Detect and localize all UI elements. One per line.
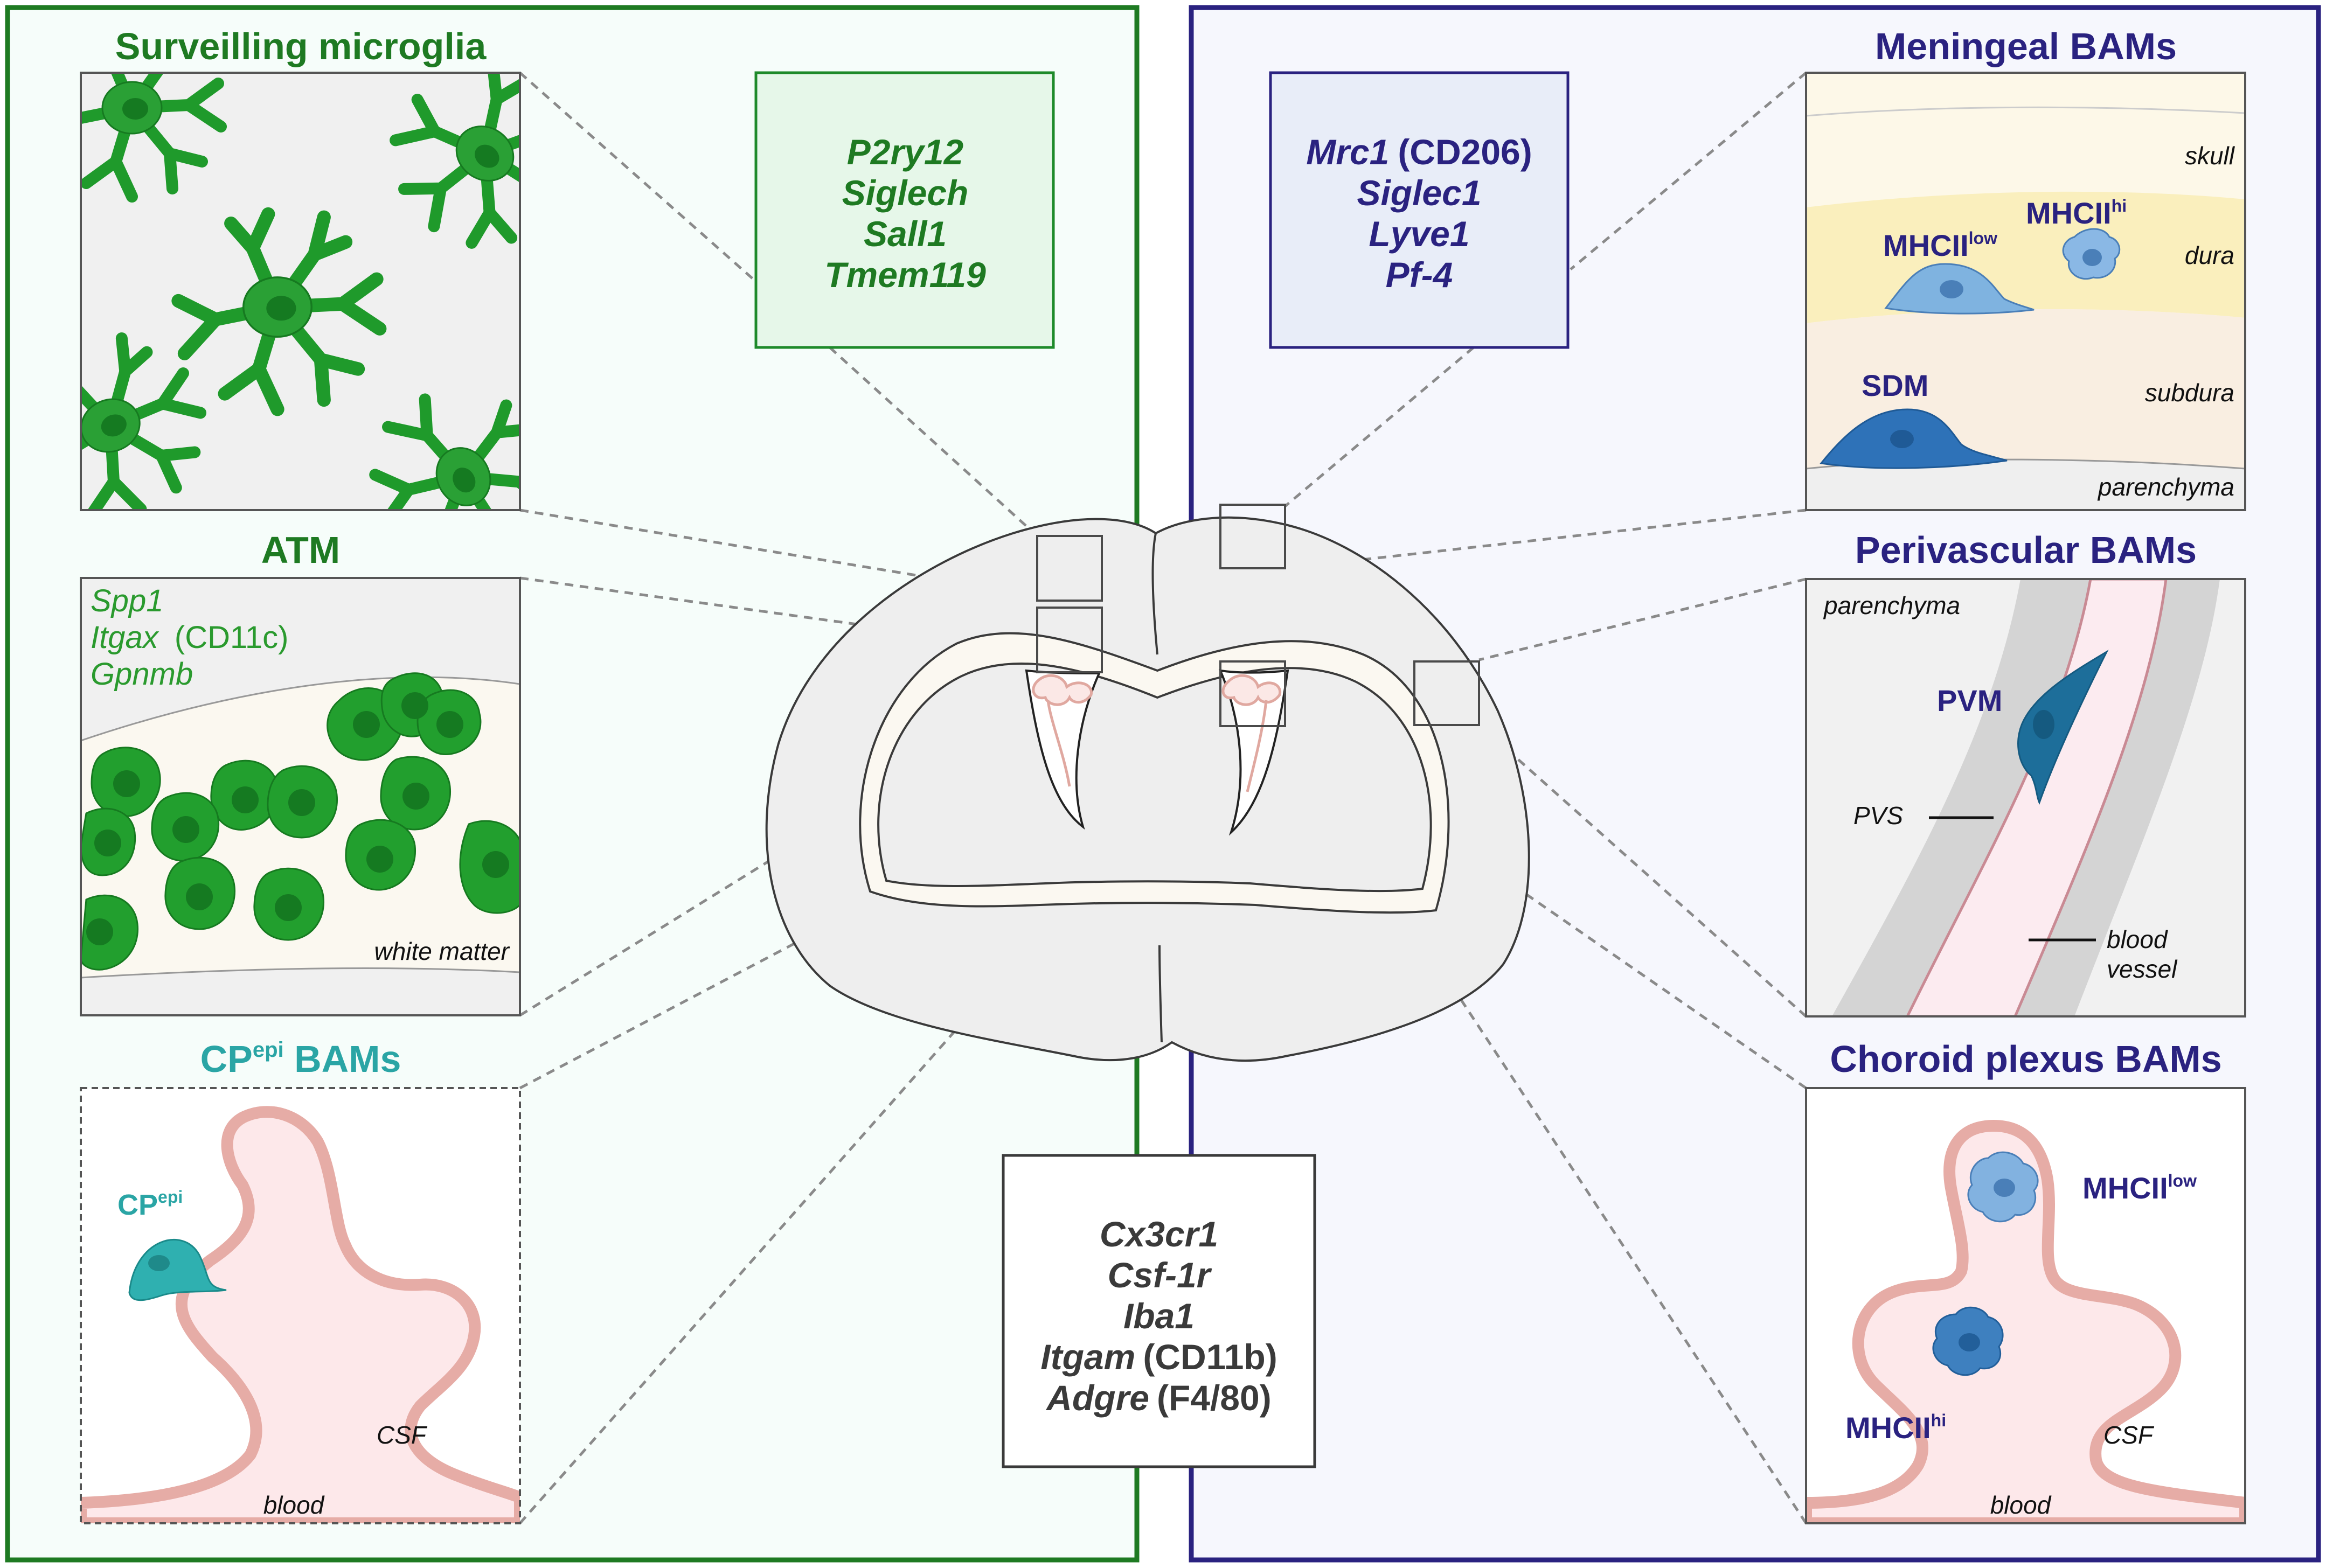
zoom-box-surveilling (1036, 535, 1103, 602)
meningeal-mhcii-low-main: MHCII (1883, 228, 1969, 262)
bam-marker-3: Lyve1 (1369, 214, 1469, 254)
meningeal-mhcii-low-sup: low (1969, 228, 1997, 248)
common-marker-4-gene: Itgam (1040, 1337, 1135, 1377)
common-marker-5-protein: (F4/80) (1157, 1378, 1272, 1418)
sdm-label: SDM (1862, 368, 1928, 402)
cp-epi-title-main: CP (200, 1038, 253, 1080)
midline-bottom (1158, 945, 1163, 1043)
common-marker-5: Adgre(F4/80) (1045, 1378, 1271, 1418)
surveilling-title: Surveilling microglia (115, 25, 487, 67)
atm-image (80, 577, 521, 1016)
cp-epi-title-sup: epi (253, 1038, 284, 1062)
choroid-title: Choroid plexus BAMs (1830, 1038, 2221, 1080)
cp-epi-blood-label: blood (263, 1491, 325, 1519)
white-matter-label: white matter (374, 937, 510, 965)
common-marker-2: Csf-1r (1108, 1255, 1212, 1295)
choroid-mhcii-hi-main: MHCII (1845, 1411, 1931, 1445)
common-marker-1: Cx3cr1 (1100, 1214, 1218, 1254)
common-marker-list: Cx3cr1 Csf-1r Iba1 Itgam(CD11b) Adgre(F4… (1040, 1214, 1277, 1418)
bam-marker-list: Mrc1(CD206) Siglec1 Lyve1 Pf-4 (1306, 132, 1532, 295)
blood-vessel-label-2: vessel (2107, 955, 2178, 983)
microglia-marker-2: Siglech (842, 173, 969, 213)
microglia-marker-3: Sall1 (864, 214, 947, 254)
zoom-box-meninges (1219, 504, 1286, 569)
meningeal-mhcii-hi-sup: hi (2112, 196, 2127, 215)
cp-epi-cell-label: CPepi (117, 1187, 183, 1221)
cp-epi-title: CPepi BAMs (200, 1038, 401, 1080)
meningeal-mhcii-hi-label: MHCIIhi (2026, 196, 2127, 230)
choroid-plexus-right (1221, 674, 1282, 792)
pvm-label: PVM (1937, 684, 2002, 717)
microglia-marker-4: Tmem119 (824, 255, 986, 295)
layer-dura-label: dura (2185, 241, 2234, 269)
pv-parenchyma-label: parenchyma (1823, 591, 1960, 619)
layer-parenchyma-label: parenchyma (2097, 473, 2234, 501)
pvm-cell (2017, 650, 2109, 805)
meningeal-mhcii-low-label: MHCIIlow (1883, 228, 1997, 262)
choroid-mhcii-low-sup: low (2168, 1171, 2197, 1190)
bam-marker-4: Pf-4 (1386, 255, 1453, 295)
meningeal-layer-labels: skull dura subdura parenchyma (2097, 142, 2235, 501)
common-marker-4: Itgam(CD11b) (1040, 1337, 1277, 1377)
choroid-mhcii-low-main: MHCII (2082, 1171, 2168, 1205)
zoom-box-atm (1036, 607, 1103, 673)
choroid-mhcii-hi-sup: hi (1931, 1411, 1946, 1430)
perivascular-image (1805, 578, 2246, 1018)
choroid-plexus-left (1032, 674, 1093, 787)
atm-markers: Spp1 Itgax (CD11c) Gpnmb (91, 583, 297, 692)
layer-skull-label: skull (2185, 142, 2235, 170)
choroid-blood-label: blood (1990, 1491, 2052, 1519)
midline-top (1151, 533, 1158, 655)
common-marker-3: Iba1 (1123, 1296, 1195, 1336)
sdm-cell (1820, 408, 2008, 469)
choroid-mhcii-hi-label: MHCIIhi (1845, 1411, 1946, 1445)
bam-marker-1: Mrc1(CD206) (1306, 132, 1532, 172)
choroid-image (1805, 1087, 2246, 1524)
atm-marker-2-gene: Itgax (91, 620, 159, 655)
choroid-mhcii-low-label: MHCIIlow (2082, 1171, 2197, 1205)
cp-epi-cell (128, 1238, 227, 1301)
perivascular-title: Perivascular BAMs (1855, 529, 2197, 571)
cp-epi-csf-label: CSF (377, 1421, 428, 1449)
blood-vessel-label-1: blood (2107, 925, 2168, 953)
atm-nuclei (86, 692, 509, 945)
cp-epi-image (80, 1087, 521, 1524)
microglia-marker-list: P2ry12 Siglech Sall1 Tmem119 (824, 132, 986, 295)
inner-cortex (877, 662, 1432, 893)
zoom-box-perivascular (1413, 660, 1480, 726)
microglia-marker-box (754, 71, 1055, 349)
blood-vessel-label: blood vessel (2107, 925, 2178, 983)
choroid-fold (1806, 1119, 2245, 1523)
meningeal-mhcii-hi-main: MHCII (2026, 196, 2112, 230)
cp-epi-cell-label-main: CP (117, 1189, 158, 1221)
atm-title: ATM (261, 529, 340, 571)
right-ventricle (1218, 669, 1289, 836)
layer-subdura-label: subdura (2145, 379, 2234, 407)
atm-marker-2-protein: (CD11c) (175, 620, 289, 655)
cp-epi-title-rest: BAMs (284, 1038, 401, 1080)
common-marker-box (1002, 1154, 1316, 1468)
cp-epi-fold (81, 1106, 520, 1523)
microglia-marker-1: P2ry12 (847, 132, 964, 172)
choroid-csf-label: CSF (2103, 1421, 2155, 1449)
meningeal-title: Meningeal BAMs (1875, 25, 2177, 67)
cp-epi-cell-label-sup: epi (158, 1187, 183, 1207)
atm-marker-3-gene: Gpnmb (91, 657, 193, 692)
surveilling-image (80, 72, 521, 511)
common-marker-4-protein: (CD11b) (1143, 1337, 1277, 1377)
pvs-label: PVS (1853, 802, 1903, 830)
zoom-box-choroid (1219, 660, 1286, 727)
common-marker-5-gene: Adgre (1045, 1378, 1149, 1418)
bam-marker-box (1269, 71, 1570, 349)
bam-marker-2: Siglec1 (1357, 173, 1481, 213)
brain-section (765, 504, 1530, 1062)
atm-marker-1-gene: Spp1 (91, 583, 163, 618)
meningeal-image (1805, 72, 2246, 511)
bam-marker-1-gene: Mrc1 (1306, 132, 1389, 172)
bam-marker-1-protein: (CD206) (1398, 132, 1532, 172)
